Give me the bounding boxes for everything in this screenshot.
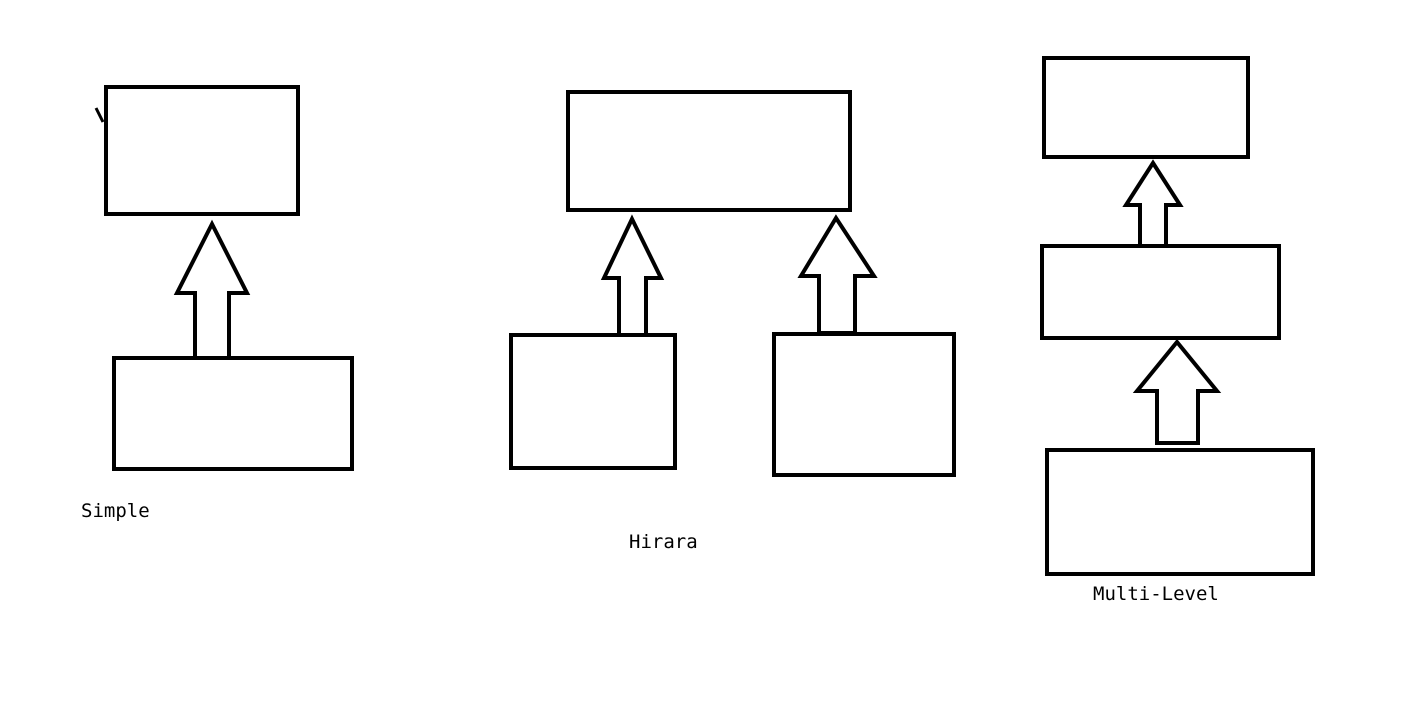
simple-child-box xyxy=(112,356,354,471)
hierarchical-right-child-box xyxy=(772,332,956,477)
multi-level-diagram: Multi-Level xyxy=(1040,56,1315,605)
hierarchical-label: Hirara xyxy=(629,531,698,553)
simple-diagram: Simple xyxy=(81,85,354,522)
simple-label: Simple xyxy=(81,500,150,522)
hierarchical-right-arrow xyxy=(797,214,878,335)
multi-level-middle-box xyxy=(1040,244,1281,340)
simple-parent-box xyxy=(104,85,300,216)
hierarchical-left-child-box xyxy=(509,333,677,470)
multi-level-upper-arrow xyxy=(1122,159,1184,249)
hierarchical-left-arrow xyxy=(600,214,665,339)
stray-pen-mark xyxy=(94,107,105,123)
multi-level-lower-arrow xyxy=(1132,338,1222,445)
multi-level-top-box xyxy=(1042,56,1250,159)
hierarchical-parent-box xyxy=(566,90,852,212)
multi-level-label: Multi-Level xyxy=(1093,583,1219,605)
hierarchical-diagram: Hirara xyxy=(509,90,956,553)
simple-up-arrow xyxy=(173,219,251,362)
multi-level-bottom-box xyxy=(1045,448,1315,576)
